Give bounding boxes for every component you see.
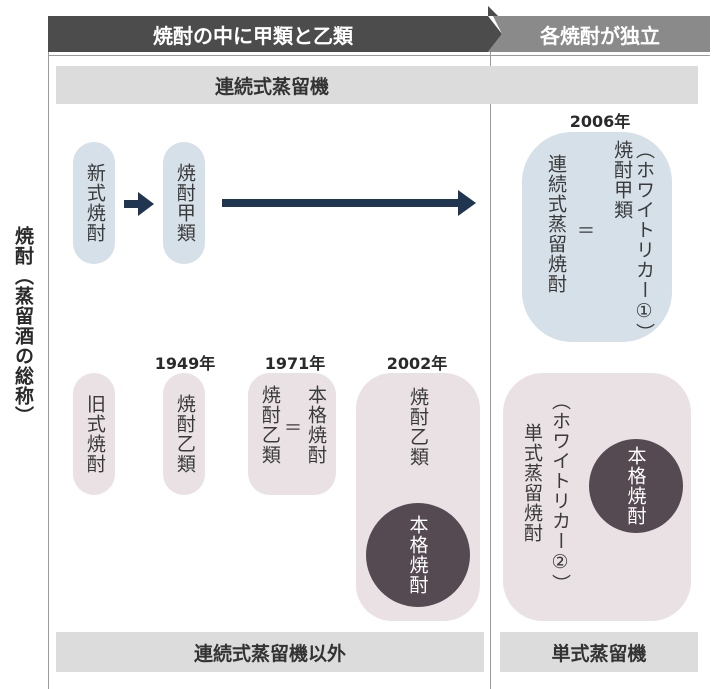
shochu-kourui-label: 焼酎甲類	[173, 163, 196, 243]
y2006-left-label: 連続式蒸留焼酎	[545, 154, 567, 294]
header-ribbon	[48, 6, 710, 52]
tanshiki-circle-label: 本格焼酎	[624, 446, 647, 526]
bottom-right-band: 単式蒸留機	[500, 632, 698, 672]
y1971-right-label: 本格焼酎	[305, 385, 327, 465]
header-left-title: 焼酎の中に甲類と乙類	[153, 23, 353, 48]
tanshiki-circle: 本格焼酎	[589, 439, 683, 533]
shinshiki-shochu-label: 新式焼酎	[83, 163, 106, 243]
y1971-equals: ＝	[284, 418, 302, 439]
kyushiki-shochu-label: 旧式焼酎	[83, 394, 106, 474]
y2002-circle: 本格焼酎	[366, 503, 470, 607]
header-fold	[488, 6, 498, 16]
tanshiki-pill: （ホワイトリカー②） 単式蒸留焼酎 本格焼酎	[503, 373, 691, 621]
otsurui-1949-pill: 焼酎乙類	[163, 373, 205, 495]
y1971-left-label: 焼酎乙類	[258, 385, 281, 465]
tanshiki-label: 単式蒸留焼酎	[521, 423, 543, 543]
top-frame-line	[48, 55, 710, 56]
year-2002: 2002年	[386, 354, 448, 373]
left-axis-label: 焼酎（蒸留酒の総称）	[12, 226, 34, 426]
y2002-circle-label: 本格焼酎	[406, 515, 429, 595]
y2006-pill: 連続式蒸留焼酎 ＝ （ホワイトリカー①）焼酎甲類	[522, 132, 672, 342]
tanshiki-paren-label: （ホワイトリカー②）	[549, 391, 571, 594]
top-band: 連続式蒸留機	[56, 66, 698, 104]
header-left-shape	[48, 16, 502, 52]
arrow-short	[124, 192, 154, 216]
top-band-label: 連続式蒸留機	[214, 75, 329, 98]
left-frame-line	[48, 52, 49, 689]
year-1971: 1971年	[264, 354, 326, 373]
arrow-long	[222, 190, 476, 216]
kyushiki-shochu-pill: 旧式焼酎	[73, 373, 115, 495]
y2006-right-label: （ホワイトリカー①）焼酎甲類	[611, 140, 655, 334]
header-right-title: 各焼酎が独立	[540, 23, 660, 48]
y2002-top-label: 焼酎乙類	[407, 387, 429, 467]
year-1949: 1949年	[154, 354, 216, 373]
header-right-shape	[488, 6, 710, 52]
year-2006: 2006年	[569, 112, 631, 131]
bottom-left-band: 連続式蒸留機以外	[56, 632, 484, 672]
otsurui-1949-label: 焼酎乙類	[173, 394, 196, 474]
y1971-pill: 焼酎乙類 ＝ 本格焼酎	[248, 373, 336, 495]
y2002-pill: 焼酎乙類 本格焼酎	[356, 373, 480, 621]
shochu-kourui-pill: 焼酎甲類	[163, 142, 205, 264]
divider-line	[490, 52, 491, 689]
shinshiki-shochu-pill: 新式焼酎	[73, 142, 115, 264]
y2006-equals: ＝	[577, 221, 595, 242]
